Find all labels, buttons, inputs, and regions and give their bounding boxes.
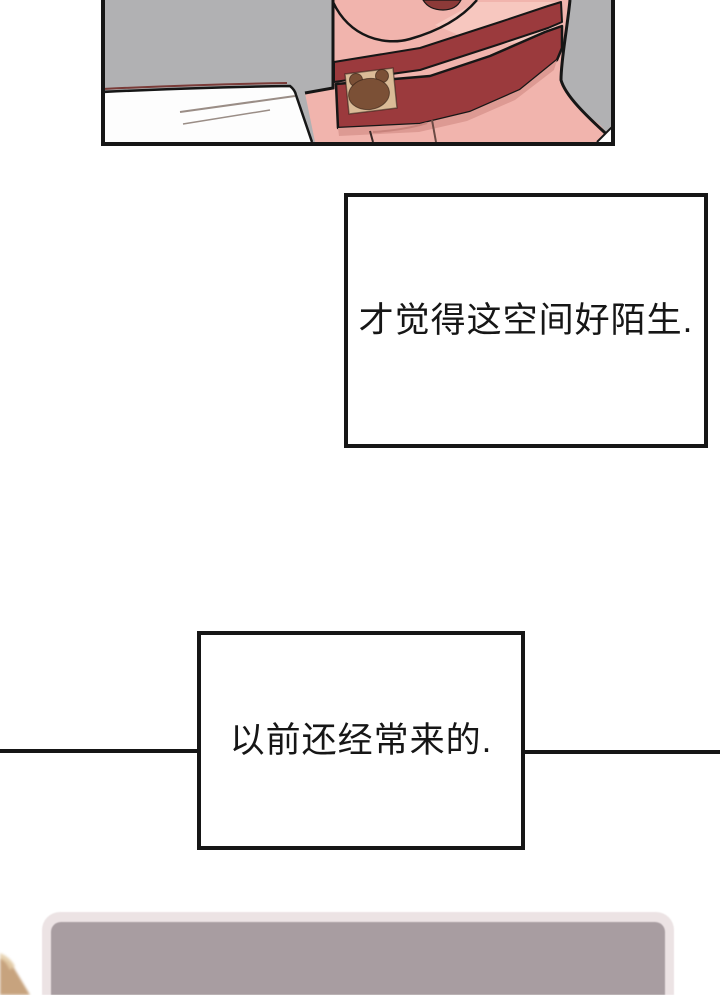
jaw-line (331, 0, 478, 43)
divider-line-left (0, 749, 197, 753)
caption-text-2: 以前还经常来的. (229, 721, 493, 760)
caption-text-1: 才觉得这空间好陌生. (358, 301, 694, 340)
shirt-fold-line (182, 109, 271, 125)
shirt-edge-line (105, 84, 314, 142)
lip-shadow (422, 0, 462, 11)
bottom-panel (42, 912, 674, 995)
bear-tag-icon (348, 69, 390, 111)
neck-creases (369, 119, 437, 142)
divider-line-right (525, 750, 720, 754)
collar-shadow (338, 60, 557, 136)
art-panel-drawing (105, 0, 611, 142)
shirt-fold-line (179, 95, 296, 113)
shirt (105, 82, 314, 142)
neck-left-outline (304, 0, 335, 95)
bottom-panel-surface (51, 922, 665, 995)
shirt-corner (596, 126, 611, 142)
art-panel (101, 0, 615, 146)
caption-box-1: 才觉得这空间好陌生. (344, 193, 708, 448)
foreground-object (0, 953, 30, 995)
shirt-hem-red-line (105, 82, 288, 90)
neck-right-outline (559, 0, 611, 141)
caption-box-2: 以前还经常来的. (197, 631, 525, 850)
